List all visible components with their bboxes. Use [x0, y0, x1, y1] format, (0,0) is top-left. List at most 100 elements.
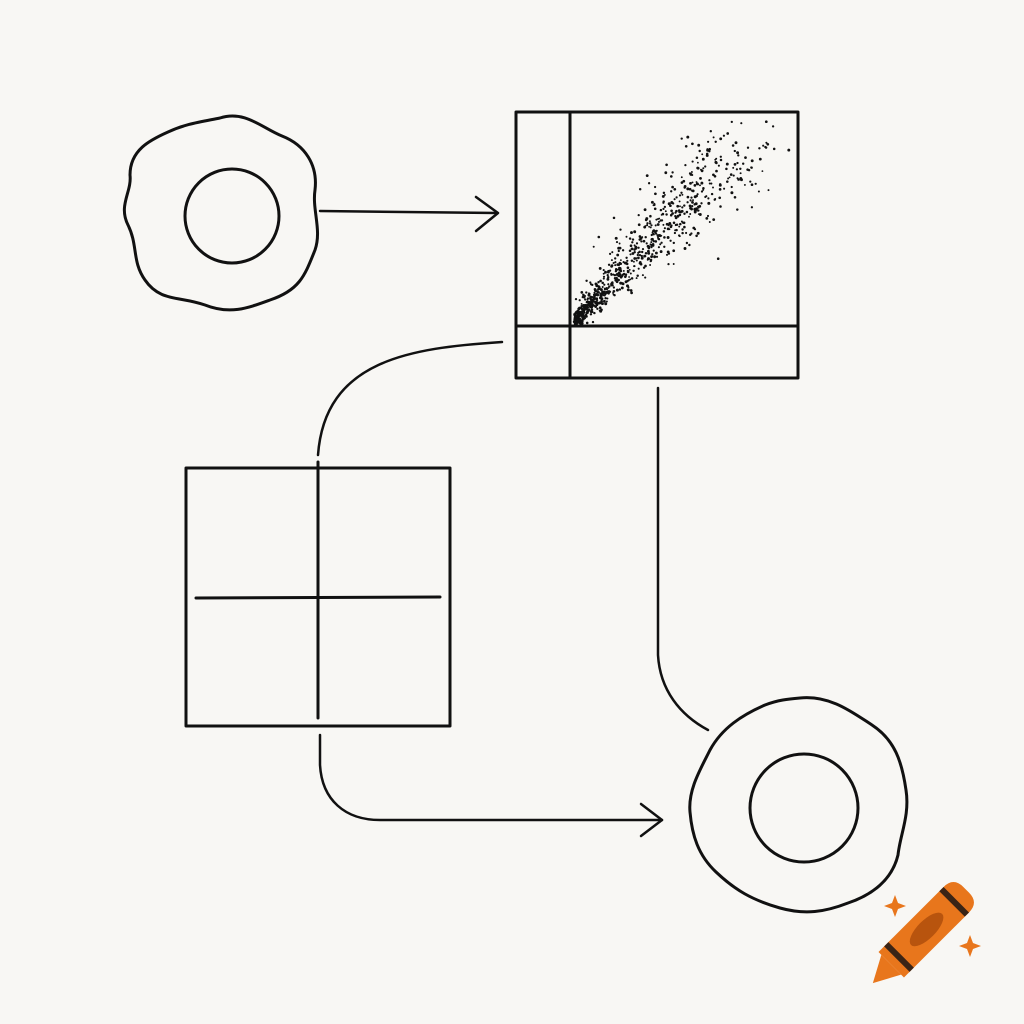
scatter-point [597, 235, 601, 239]
scatter-point [714, 158, 717, 161]
scatter-point [599, 292, 602, 296]
scatter-point [575, 321, 579, 325]
scatter-point [653, 255, 657, 259]
scatter-point [682, 221, 686, 225]
crayon-label [909, 912, 944, 947]
scatter-point [642, 266, 646, 269]
scatter-point [663, 193, 666, 196]
scatter-point [685, 231, 688, 235]
scatter-point [693, 184, 697, 187]
scatter-point [683, 212, 686, 215]
crayon-band [939, 886, 970, 917]
scatter-point [712, 218, 716, 221]
scatter-point [615, 288, 619, 292]
scatter-point [662, 230, 666, 233]
scatter-point [664, 171, 668, 175]
scatter-point [674, 211, 677, 214]
scatter-point [645, 174, 649, 178]
scatter-point [663, 227, 666, 230]
scatter-point [626, 266, 630, 269]
scatter-point [640, 240, 643, 243]
scatter-point [633, 251, 636, 254]
scatter-point [579, 322, 583, 325]
scatter-point [671, 212, 674, 215]
scatter-point [688, 204, 692, 208]
scatter-point [630, 247, 634, 251]
scatter-point [674, 223, 677, 227]
scatter-point [714, 140, 717, 143]
scatter-point [750, 166, 753, 169]
scatter-point [615, 277, 619, 281]
scatter-point [596, 307, 599, 310]
arrowhead [639, 802, 664, 838]
scatter-point [591, 320, 595, 324]
scatter-point [602, 275, 606, 278]
scatter-point [761, 170, 764, 173]
scatter-point [601, 285, 604, 289]
scatter-point [651, 231, 654, 234]
scatter-point [610, 273, 613, 276]
connector-line [318, 733, 664, 822]
scatter-point [699, 184, 701, 187]
scatter-point [584, 313, 588, 316]
scatter-point [688, 233, 692, 237]
scatter-point [646, 258, 649, 261]
scatter-point [619, 259, 622, 262]
scatter-point [705, 195, 708, 198]
scatter-point [578, 317, 581, 321]
scatter-point [606, 273, 609, 277]
scatter-point [581, 315, 584, 319]
scatter-point [739, 167, 742, 171]
scatter-point [578, 299, 581, 302]
edge-grid-to-cell [318, 733, 664, 838]
scatter-point [744, 156, 747, 159]
scatter-point [655, 255, 659, 258]
edge-scatter-to-grid [316, 340, 504, 457]
scatter-point [574, 319, 576, 322]
scatter-point [584, 315, 587, 318]
scatter-point [690, 196, 693, 199]
scatter-point [630, 231, 633, 235]
scatter-point [688, 243, 691, 247]
scatter-points [572, 120, 791, 326]
scatter-point [617, 275, 620, 278]
scatter-point [584, 298, 587, 301]
scatter-point [649, 243, 652, 246]
scatter-point [666, 236, 670, 239]
scatter-point [691, 160, 694, 163]
scatter-point [700, 168, 702, 171]
scatter-point [629, 272, 632, 275]
scatter-point [734, 141, 738, 145]
scatter-point [628, 249, 632, 253]
scatter-plot-panel [514, 110, 800, 380]
scatter-point [640, 254, 643, 258]
scatter-point [614, 268, 618, 271]
scatter-point [732, 174, 735, 177]
scatter-point [630, 291, 633, 295]
scatter-point [713, 174, 717, 178]
scatter-point [646, 222, 649, 225]
scatter-point [665, 163, 668, 167]
scatter-point [650, 233, 653, 237]
scatter-point [699, 177, 702, 180]
scatter-point [589, 297, 592, 300]
scatter-point [701, 157, 705, 161]
scatter-point [690, 207, 693, 211]
scatter-point [640, 256, 644, 260]
scatter-point [615, 273, 619, 276]
scatter-point [637, 223, 641, 227]
sparkle-icon [959, 935, 981, 957]
scatter-point [661, 219, 664, 222]
cell-nucleus [748, 752, 860, 864]
scatter-point [715, 169, 718, 173]
scatter-point [722, 134, 726, 137]
scatter-point [647, 182, 651, 185]
scatter-point [606, 297, 609, 300]
scatter-point [712, 136, 715, 139]
cell-top-left [122, 114, 320, 312]
scatter-point [657, 220, 661, 223]
scatter-point [641, 274, 644, 277]
scatter-point [708, 179, 711, 182]
scatter-point [610, 265, 613, 268]
scatter-point [662, 191, 666, 195]
